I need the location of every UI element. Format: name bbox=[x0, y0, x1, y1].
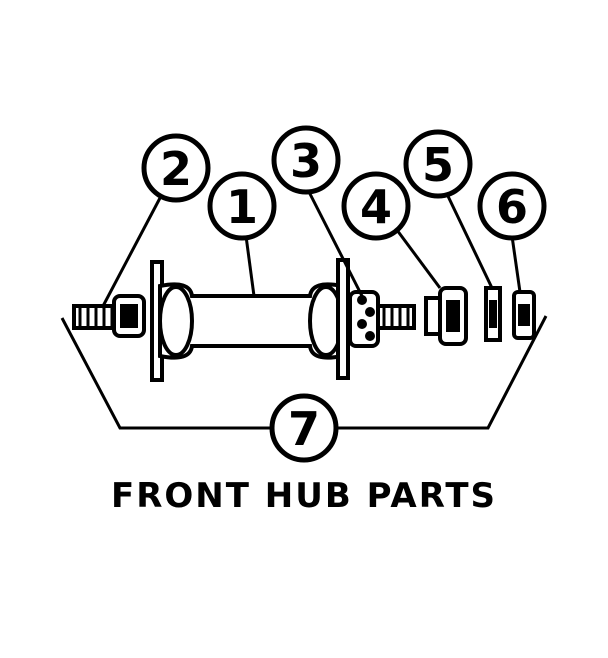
diagram-caption: FRONT HUB PARTS bbox=[110, 476, 498, 516]
callout-2: 2 bbox=[141, 133, 211, 203]
part-5-washer bbox=[484, 286, 502, 342]
leader-line-6 bbox=[510, 235, 522, 293]
callout-3: 3 bbox=[271, 125, 341, 195]
leader-line-5 bbox=[444, 191, 494, 289]
part-6-nut bbox=[512, 290, 536, 340]
axle-right-thread bbox=[376, 304, 416, 330]
callout-3-label: 3 bbox=[290, 134, 322, 188]
callout-4-label: 4 bbox=[360, 180, 392, 234]
leader-line-2 bbox=[100, 197, 162, 309]
callout-5-label: 5 bbox=[422, 138, 454, 192]
leader-line-4 bbox=[392, 225, 442, 289]
callout-7-label: 7 bbox=[288, 402, 320, 456]
parts-tray-outline bbox=[60, 315, 548, 430]
callout-5: 5 bbox=[403, 129, 473, 199]
callout-1-label: 1 bbox=[226, 180, 258, 234]
callout-2-label: 2 bbox=[160, 142, 192, 196]
callout-4: 4 bbox=[341, 171, 411, 241]
hub-shell bbox=[158, 282, 344, 360]
right-cone-bearing bbox=[348, 290, 380, 348]
right-flange bbox=[336, 258, 350, 380]
axle-left-thread bbox=[72, 304, 120, 330]
left-cone-nut bbox=[112, 294, 146, 338]
callout-7: 7 bbox=[269, 393, 339, 463]
callout-6: 6 bbox=[477, 171, 547, 241]
callout-1: 1 bbox=[207, 171, 277, 241]
leader-line-3 bbox=[304, 185, 364, 297]
leader-line-1 bbox=[244, 235, 256, 297]
callout-6-label: 6 bbox=[496, 180, 528, 234]
part-4-cone bbox=[424, 286, 468, 346]
